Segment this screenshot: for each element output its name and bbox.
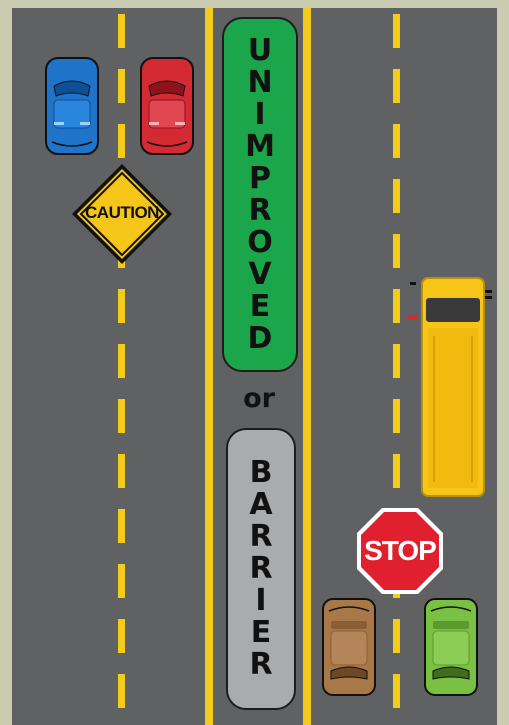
median-letter: B <box>250 457 273 489</box>
green-car <box>423 597 479 697</box>
lane-dash <box>118 69 125 103</box>
right-median-edge-line <box>303 8 311 725</box>
median-letter: M <box>245 131 275 163</box>
median-letter: I <box>255 585 266 617</box>
lane-dash <box>393 619 400 653</box>
median-letter: P <box>249 163 271 195</box>
lane-dash <box>118 289 125 323</box>
lane-dash <box>118 564 125 598</box>
red-car <box>139 56 195 156</box>
caution-sign-text: CAUTION <box>70 203 174 223</box>
lane-dash <box>118 619 125 653</box>
lane-dash <box>393 289 400 323</box>
stop-sign-text: STOP <box>356 535 444 567</box>
lane-dash <box>393 234 400 268</box>
median-letter: R <box>248 195 271 227</box>
median-letter: R <box>249 649 272 681</box>
stop-sign: STOP <box>356 507 444 595</box>
lane-dash <box>118 454 125 488</box>
brown-car <box>321 597 377 697</box>
lane-dash <box>393 399 400 433</box>
median-letter: U <box>248 35 272 67</box>
median-letter: I <box>254 99 265 131</box>
lane-dash <box>393 344 400 378</box>
or-label: or <box>226 383 292 414</box>
lane-dash <box>393 14 400 48</box>
lane-dash <box>118 124 125 158</box>
lane-dash <box>393 124 400 158</box>
lane-dash <box>118 344 125 378</box>
median-letter: R <box>249 553 272 585</box>
median-letter: E <box>250 291 271 323</box>
median-letter: O <box>247 227 273 259</box>
lane-dash <box>393 69 400 103</box>
lane-dash <box>393 454 400 488</box>
lane-dash <box>118 399 125 433</box>
caution-sign: CAUTION <box>70 162 174 266</box>
lane-dash <box>393 179 400 213</box>
blue-car <box>44 56 100 156</box>
median-letter: V <box>248 259 271 291</box>
unimproved-median-box: U N I M P R O V E D <box>222 17 298 372</box>
median-letter: E <box>251 617 272 649</box>
median-letter: D <box>248 323 273 355</box>
median-letter: N <box>247 67 272 99</box>
lane-dash <box>118 14 125 48</box>
median-letter: R <box>249 521 272 553</box>
lane-dash <box>118 509 125 543</box>
lane-dash <box>118 674 125 708</box>
school-bus <box>408 276 494 498</box>
left-median-edge-line <box>205 8 213 725</box>
barrier-median-box: B A R R I E R <box>226 428 296 710</box>
lane-dash <box>393 674 400 708</box>
median-letter: A <box>249 489 272 521</box>
